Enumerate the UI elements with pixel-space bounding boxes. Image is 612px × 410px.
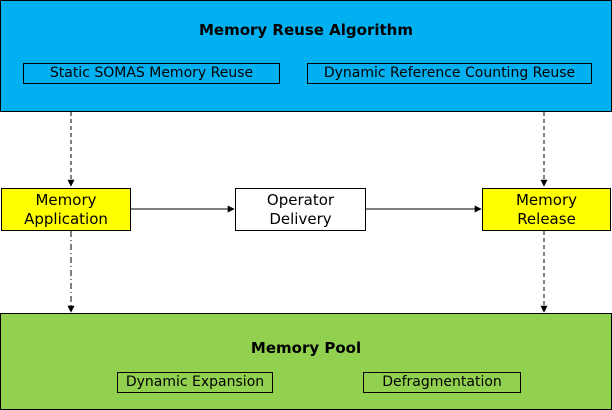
static-somas-reuse-box: Static SOMAS Memory Reuse <box>23 63 280 84</box>
memory-pool-panel: Memory Pool Dynamic Expansion Defragment… <box>0 313 612 410</box>
memory-application-node: Memory Application <box>1 188 131 231</box>
defragmentation-box: Defragmentation <box>363 372 521 393</box>
memory-release-node: Memory Release <box>482 188 611 231</box>
operator-delivery-line2: Delivery <box>269 209 332 228</box>
memory-release-line1: Memory <box>515 190 577 209</box>
memory-release-line2: Release <box>517 209 576 228</box>
dynamic-refcount-reuse-box: Dynamic Reference Counting Reuse <box>307 63 592 84</box>
dynamic-expansion-box: Dynamic Expansion <box>117 372 273 393</box>
memory-reuse-algorithm-panel: Memory Reuse Algorithm Static SOMAS Memo… <box>0 0 612 112</box>
memory-application-line2: Application <box>24 209 108 228</box>
operator-delivery-line1: Operator <box>266 190 335 209</box>
memory-application-line1: Memory <box>35 190 97 209</box>
operator-delivery-node: Operator Delivery <box>235 188 366 231</box>
memory-reuse-algorithm-title: Memory Reuse Algorithm <box>199 21 413 39</box>
memory-pool-title: Memory Pool <box>250 339 362 357</box>
